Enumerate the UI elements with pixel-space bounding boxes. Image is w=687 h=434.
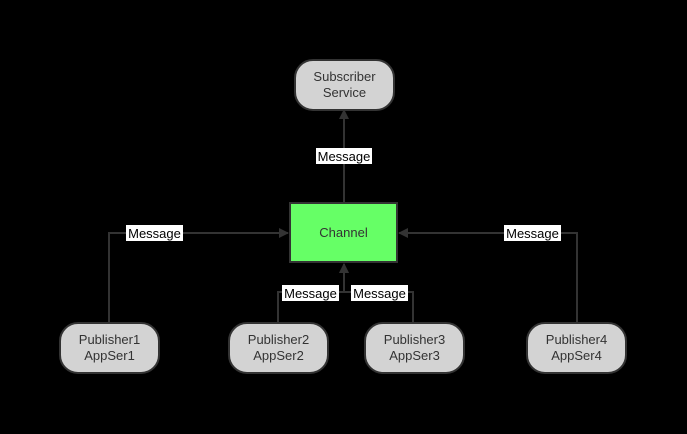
edge-label-text: Message xyxy=(506,226,559,241)
edge-label-pub2-to-channel: Message xyxy=(282,285,339,301)
node-subscriber-service[interactable]: Subscriber Service xyxy=(294,59,395,111)
node-label-line: Publisher2 xyxy=(248,332,309,347)
edge-label-text: Message xyxy=(128,226,181,241)
node-label-line: Subscriber xyxy=(313,69,376,84)
edge-pub4-to-channel xyxy=(398,228,578,323)
edge-label-text: Message xyxy=(284,286,337,301)
node-label-line: AppSer2 xyxy=(253,348,304,363)
node-label-line: Publisher4 xyxy=(546,332,607,347)
node-channel[interactable]: Channel xyxy=(289,202,398,263)
node-label-line: Publisher3 xyxy=(384,332,445,347)
node-publisher3[interactable]: Publisher3 AppSer3 xyxy=(364,322,465,374)
node-label-line: AppSer3 xyxy=(389,348,440,363)
node-publisher2[interactable]: Publisher2 AppSer2 xyxy=(228,322,329,374)
nodes: Subscriber Service Channel Publisher1 Ap… xyxy=(59,59,627,374)
node-publisher4[interactable]: Publisher4 AppSer4 xyxy=(526,322,627,374)
edge-label-text: Message xyxy=(353,286,406,301)
edge-label-pub3-to-channel: Message xyxy=(351,285,408,301)
node-publisher1[interactable]: Publisher1 AppSer1 xyxy=(59,322,160,374)
edge-pub1-to-channel xyxy=(108,228,289,323)
edge-label-text: Message xyxy=(318,149,371,164)
node-label-line: Channel xyxy=(319,225,368,240)
edge-label-pub1-to-channel: Message xyxy=(126,225,183,241)
node-label-line: Publisher1 xyxy=(79,332,140,347)
node-label-line: AppSer1 xyxy=(84,348,135,363)
edge-labels: Message Message Message Message Message xyxy=(126,148,561,301)
edge-label-pub4-to-channel: Message xyxy=(504,225,561,241)
node-label-line: AppSer4 xyxy=(551,348,602,363)
edge-label-channel-to-subscriber: Message xyxy=(316,148,372,164)
node-label-line: Service xyxy=(323,85,366,100)
